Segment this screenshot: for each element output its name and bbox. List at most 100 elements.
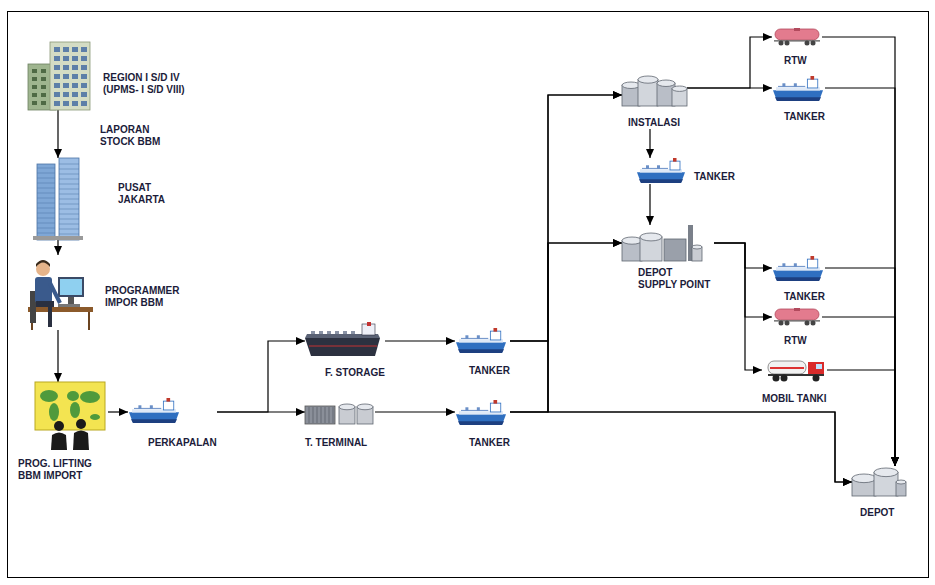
towers-icon-part — [37, 198, 55, 199]
tanker-icon-part — [794, 83, 797, 87]
depotsupply-icon — [622, 225, 702, 261]
node-label: MOBIL TANKI — [762, 393, 827, 405]
station-node: REGION I S/D IV (UPMS- I S/D VIII) — [28, 42, 203, 110]
building-icon-part — [72, 65, 78, 70]
flow-arrow — [714, 243, 762, 370]
towers-icon-part — [37, 168, 55, 169]
tanker-icon-part — [778, 266, 805, 267]
building-icon-part — [72, 83, 78, 88]
flow-arrow — [510, 341, 852, 482]
tanker-icon-part — [461, 338, 488, 339]
station-node: T. TERMINAL — [305, 400, 375, 449]
terminal-icon-part — [333, 407, 334, 423]
towers-icon-part — [59, 169, 79, 170]
tanker-icon-part — [646, 165, 649, 169]
towers-icon-part — [59, 209, 79, 210]
person-icon-part — [36, 301, 54, 307]
towers-icon-part — [37, 183, 55, 184]
building-icon-part — [72, 47, 78, 52]
flow-arrow — [649, 184, 650, 225]
towers-icon-part — [59, 194, 79, 195]
building-icon-part — [63, 101, 69, 106]
person-icon-part — [50, 283, 60, 303]
terminal-icon-part — [313, 407, 314, 423]
depotsupply-icon-part — [664, 239, 686, 261]
building-icon-part — [63, 83, 69, 88]
building-icon-part — [81, 101, 87, 106]
flow-arrow — [825, 268, 895, 466]
building-icon-part — [72, 74, 78, 79]
tanker-icon — [772, 76, 824, 102]
building-icon-part — [54, 92, 60, 97]
tanker-icon-part — [166, 398, 170, 402]
tanker-icon-part — [131, 419, 177, 423]
towers-icon-part — [59, 179, 79, 180]
tanker-icon — [128, 398, 180, 424]
frame-border — [8, 12, 929, 578]
tanker-icon-part — [673, 158, 677, 162]
flow-arrow — [687, 37, 772, 88]
building-icon-part — [54, 74, 60, 79]
node-label: DEPOT SUPPLY POINT — [638, 267, 714, 291]
tanker-icon-part — [782, 263, 785, 267]
tanker-icon — [455, 328, 507, 354]
depot-icon-part — [896, 480, 906, 484]
station-node: PROG. LIFTING BBM IMPORT — [18, 382, 108, 482]
fstorage-icon-part — [367, 322, 371, 326]
towers-icon — [33, 158, 83, 240]
node-label: PROG. LIFTING BBM IMPORT — [18, 458, 108, 482]
depot-icon — [852, 466, 906, 496]
map-icon-part — [90, 414, 100, 420]
terminal-icon-part — [357, 404, 373, 410]
towers-icon-part — [37, 223, 55, 224]
building-icon-part — [54, 56, 60, 61]
building-icon-part — [32, 69, 37, 73]
towers-icon-part — [59, 189, 79, 190]
flow-arrow — [714, 243, 772, 317]
map-icon-part — [67, 391, 79, 401]
building-icon-part — [54, 101, 60, 106]
building-icon-part — [81, 65, 87, 70]
tanker-icon-part — [456, 342, 506, 353]
towers-icon-part — [37, 178, 55, 179]
towers-icon-part — [37, 193, 55, 194]
building-icon-part — [32, 93, 37, 97]
node-label: TANKER — [784, 291, 825, 303]
station-node: TANKER — [772, 76, 825, 123]
node-label: PROGRAMMER IMPOR BBM — [105, 285, 187, 309]
fstorage-icon-part — [305, 338, 380, 356]
tanker-icon-part — [477, 335, 480, 339]
towers-icon-part — [37, 233, 55, 234]
depotsupply-icon-part — [692, 245, 702, 249]
flow-arrow — [217, 411, 305, 412]
person-icon-part — [48, 307, 52, 327]
towers-icon-part — [37, 164, 55, 240]
fstorage-icon-part — [335, 331, 339, 334]
tanker-icon-part — [775, 277, 821, 281]
tanker-icon-part — [778, 86, 805, 87]
node-label: PUSAT JAKARTA — [118, 182, 178, 206]
rtw-icon-part — [794, 308, 800, 311]
rtw-icon-part — [775, 309, 819, 320]
tanker-icon-part — [129, 412, 179, 423]
person-icon-part — [58, 277, 84, 297]
tanker-icon-part — [458, 421, 504, 425]
station-node: INSTALASI — [622, 72, 687, 129]
building-icon-part — [81, 92, 87, 97]
tanker-icon-part — [637, 172, 685, 183]
tanker-icon-part — [807, 79, 817, 88]
depotsupply-icon-part — [640, 233, 662, 241]
towers-icon-part — [59, 158, 79, 240]
building-icon-part — [81, 47, 87, 52]
building-icon-part — [72, 101, 78, 106]
station-node: RTW — [772, 308, 822, 347]
building-icon-part — [54, 47, 60, 52]
building-icon-part — [32, 101, 37, 105]
tanker-icon-part — [493, 400, 497, 404]
fstorage-icon — [305, 322, 380, 356]
building-icon-part — [72, 92, 78, 97]
tanker-icon-part — [465, 335, 468, 339]
rtw-icon-part — [794, 28, 800, 31]
truck-icon — [768, 358, 826, 382]
node-label: RTW — [784, 335, 807, 347]
